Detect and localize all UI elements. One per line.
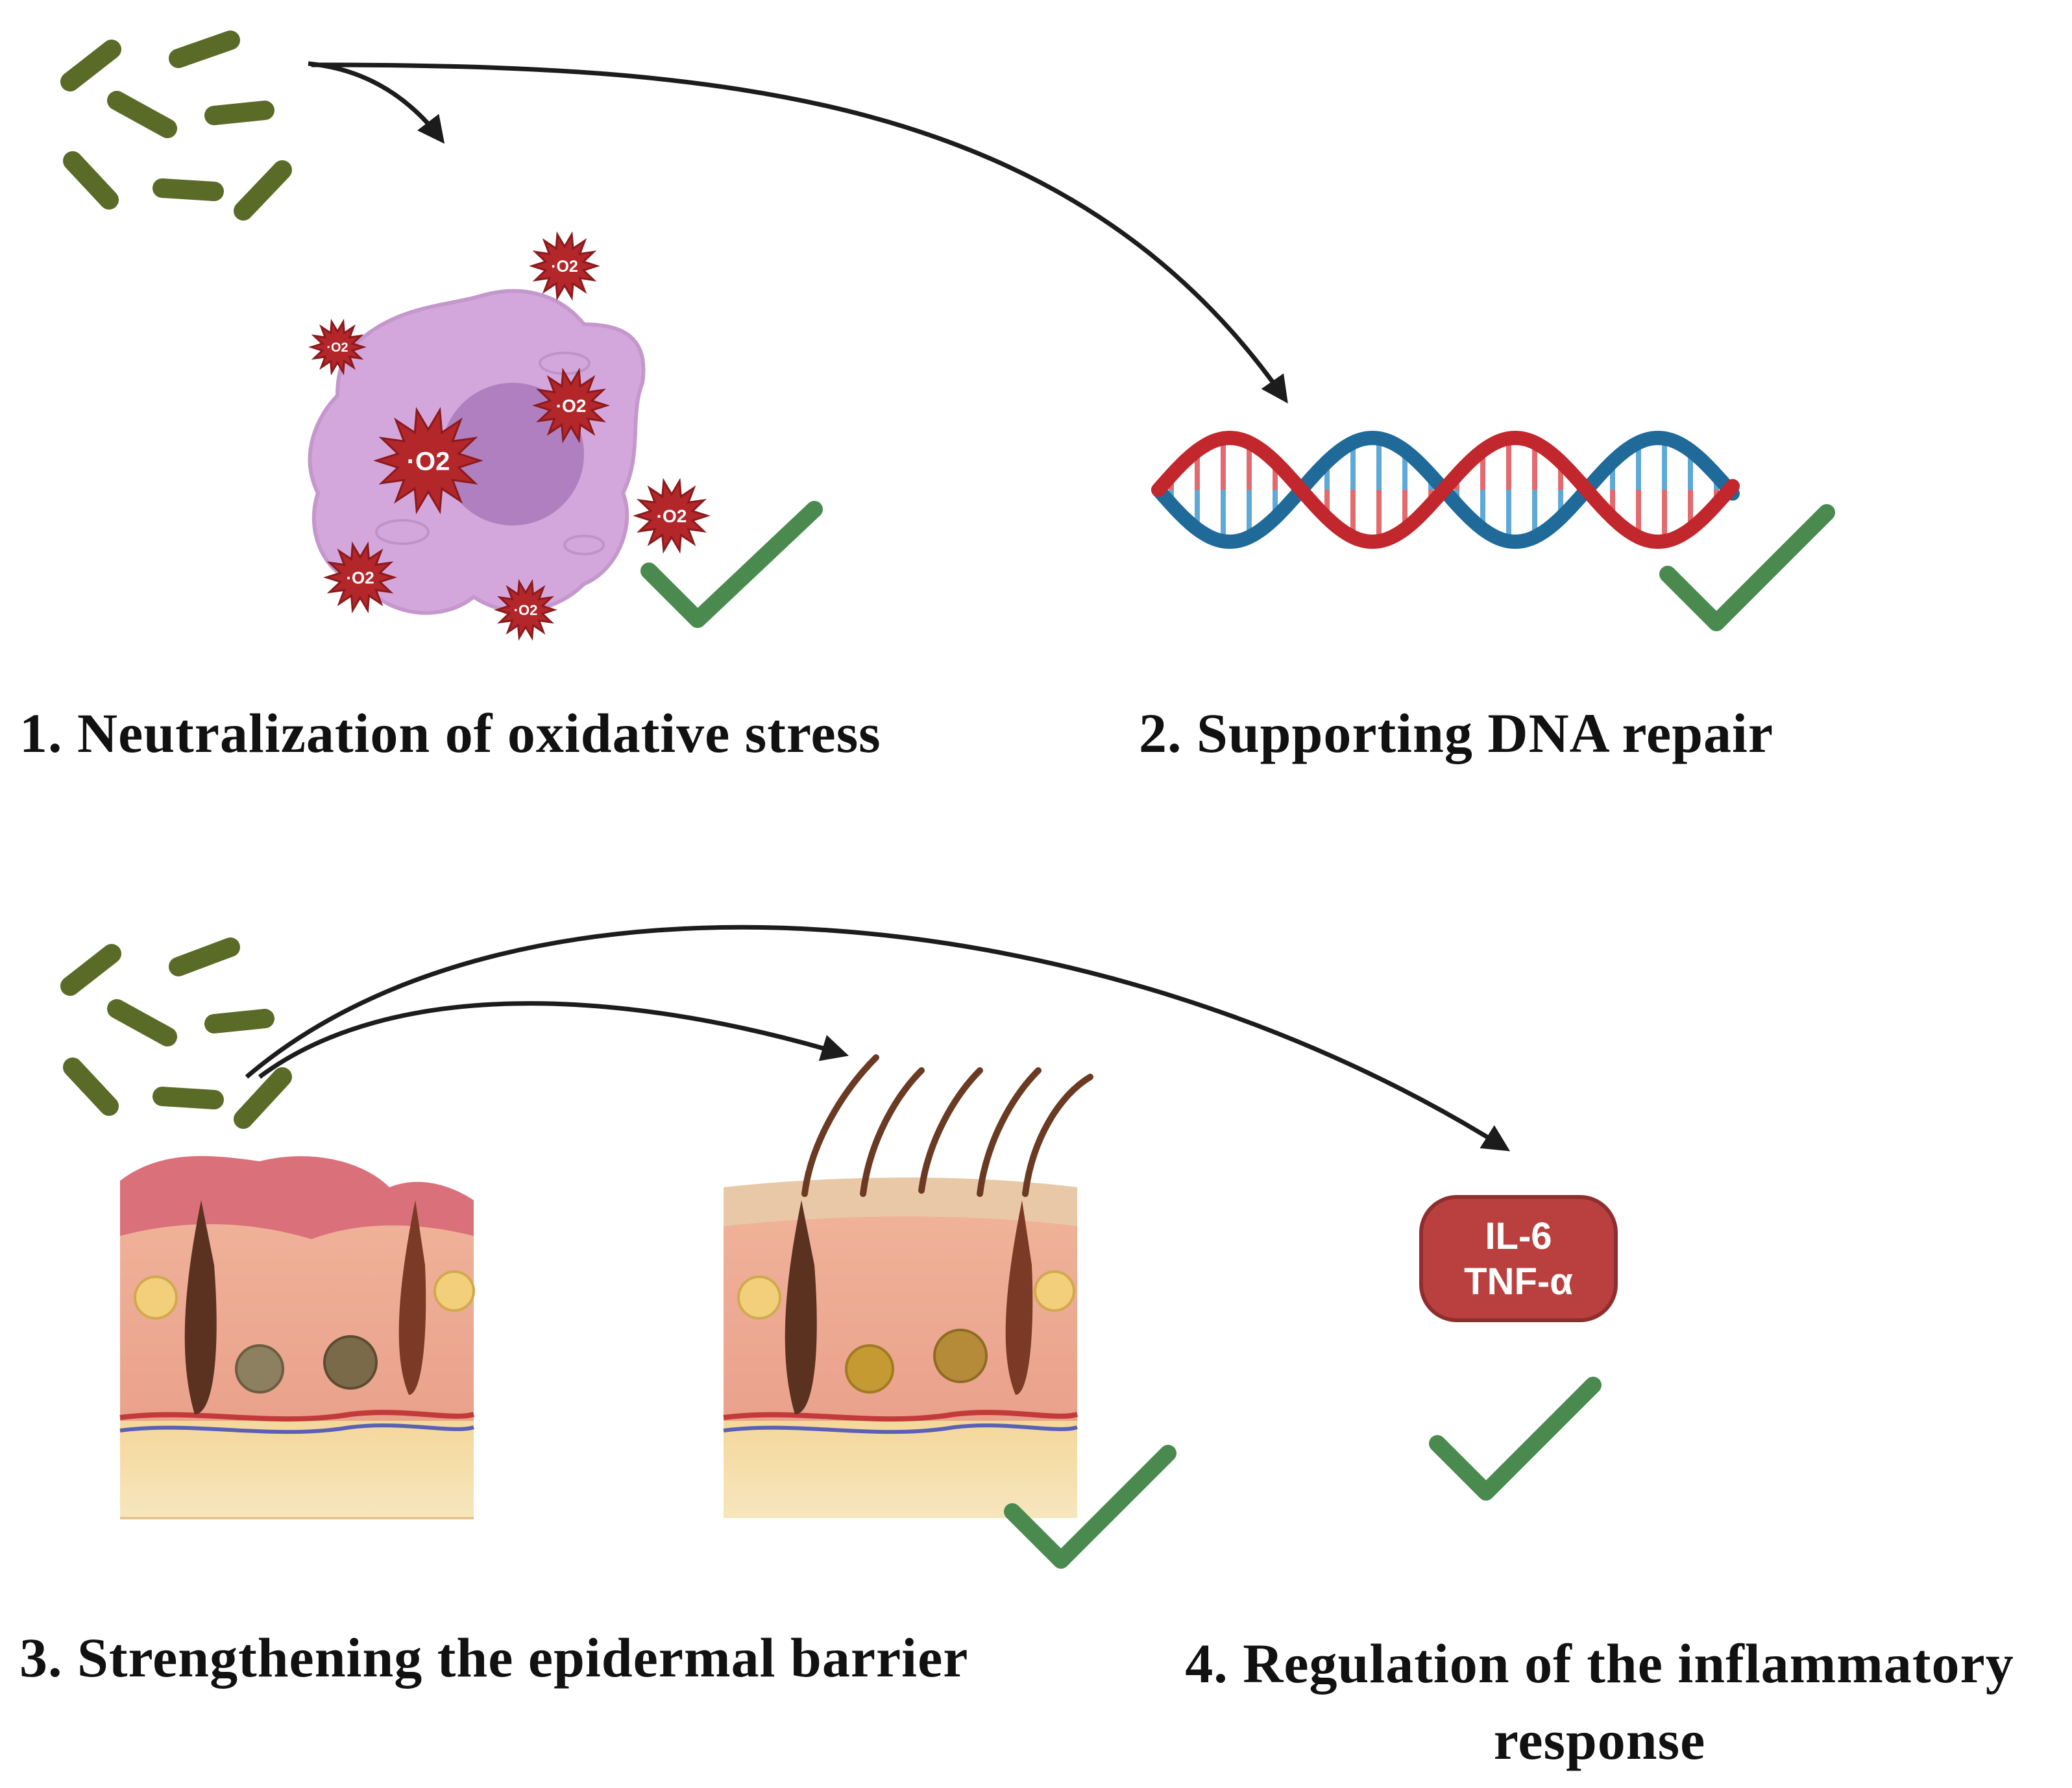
ros-label: ·O2	[514, 602, 538, 618]
ros-radical-icon: ·O2	[373, 407, 483, 514]
ros-label: ·O2	[556, 396, 587, 416]
check-2-icon	[1659, 504, 1835, 631]
ros-radical-icon: ·O2	[529, 231, 600, 301]
panel-4-label-line-1: 4. Regulation of the inflammatory	[1185, 1632, 2014, 1695]
arrow-to-healthy-skin	[258, 1001, 849, 1079]
ros-radical-icon: ·O2	[308, 319, 367, 376]
panel-2-label: 2. Supporting DNA repair	[1139, 702, 1774, 764]
arrow-to-cytokines	[245, 924, 1511, 1152]
panel-3-label: 3. Strengthening the epidermal barrier	[19, 1626, 969, 1689]
panel-4-label-line-2: response	[1493, 1709, 1706, 1771]
cytokine-line-1: IL-6	[1485, 1215, 1552, 1257]
ros-radical-icon: ·O2	[532, 367, 610, 444]
inflamed-skin-block	[119, 1155, 475, 1519]
bacteria-cluster-bottom	[60, 937, 292, 1129]
cytokine-badge: IL-6 TNF-α	[1419, 1195, 1618, 1322]
ros-radical-icon: ·O2	[633, 477, 711, 554]
bacteria-cluster-top	[60, 30, 292, 221]
ros-label: ·O2	[346, 568, 374, 587]
dna-helix-icon	[1151, 430, 1740, 550]
ros-radical-icon: ·O2	[494, 579, 557, 641]
ros-label: ·O2	[407, 447, 450, 476]
cytokine-line-2: TNF-α	[1464, 1261, 1573, 1303]
check-3-icon	[1004, 1445, 1176, 1569]
ros-radicals: ·O2 ·O2 ·O2 ·O2 ·O2 ·O2 ·O2	[308, 231, 711, 641]
check-4-icon	[1429, 1377, 1602, 1501]
ros-label: ·O2	[551, 258, 578, 276]
arrow-to-cell	[308, 61, 445, 144]
ros-label: ·O2	[657, 506, 687, 526]
panel-1-label: 1. Neutralization of oxidative stress	[19, 702, 881, 764]
panel-4-label: 4. Regulation of the inflammatory respon…	[1139, 1625, 2060, 1778]
healthy-skin-block	[723, 1054, 1093, 1518]
arrow-to-dna	[311, 62, 1288, 404]
ros-label: ·O2	[326, 341, 348, 355]
ros-radical-icon: ·O2	[323, 541, 397, 614]
check-1-icon	[640, 501, 823, 628]
